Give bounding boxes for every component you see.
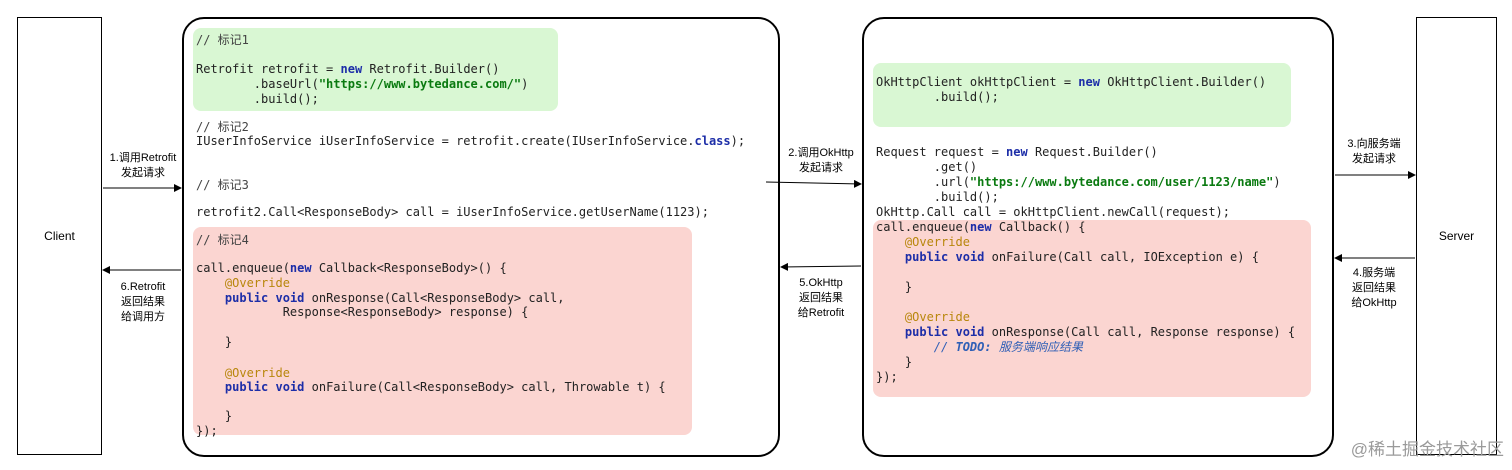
code-line: .baseUrl("https://www.bytedance.com/") [196, 77, 529, 91]
enqueue-highlight [873, 220, 1311, 397]
code-line: }); [196, 424, 218, 438]
watermark: @稀土掘金技术社区 [1350, 440, 1504, 459]
edge-label-3: 3.向服务端发起请求 [1347, 138, 1401, 165]
code-line: OkHttpClient okHttpClient = new OkHttpCl… [876, 75, 1267, 89]
code-line: @Override [224, 276, 290, 290]
code-line: @Override [904, 310, 970, 324]
code-line: Request request = new Request.Builder() [876, 145, 1158, 159]
code-line: // TODO: 服务端响应结果 [933, 340, 1083, 354]
code-line: } [196, 335, 233, 349]
code-line: IUserInfoService iUserInfoService = retr… [196, 134, 746, 148]
okhttp-client-highlight [873, 63, 1291, 127]
arrow-2 [765, 179, 862, 188]
client-node: Client [17, 17, 102, 455]
code-line: } [196, 409, 233, 423]
code-line: } [876, 280, 913, 294]
code-line: // 标记1 [196, 33, 249, 47]
code-line: call.enqueue(new Callback<ResponseBody>(… [196, 261, 507, 275]
code-line: retrofit2.Call<ResponseBody> call = iUse… [196, 205, 709, 219]
code-line: public void onFailure(Call<ResponseBody>… [224, 380, 666, 394]
code-line: .build(); [196, 92, 319, 106]
arrow-5 [780, 262, 862, 271]
server-node: Server [1416, 17, 1497, 455]
code-line: .get() [876, 160, 978, 174]
code-line: @Override [904, 235, 970, 249]
edge-label-4: 4.服务端返回结果给OkHttp [1351, 267, 1397, 309]
code-line: Response<ResponseBody> response) { [224, 305, 529, 319]
code-line: .url("https://www.bytedance.com/user/112… [876, 175, 1281, 189]
code-line: public void onResponse(Call<ResponseBody… [224, 291, 565, 305]
code-line: Retrofit retrofit = new Retrofit.Builder… [196, 62, 500, 76]
code-line: // 标记2 [196, 120, 249, 134]
code-line: .build(); [876, 190, 999, 204]
server-label: Server [1438, 229, 1475, 243]
code-line: @Override [224, 366, 290, 380]
code-line: }); [876, 370, 898, 384]
code-line: public void onFailure(Call call, IOExcep… [904, 250, 1259, 264]
code-line: // 标记4 [196, 233, 249, 247]
code-line: // 标记3 [196, 178, 249, 192]
code-line: .build(); [876, 90, 999, 104]
code-line: public void onResponse(Call call, Respon… [904, 325, 1296, 339]
code-line: call.enqueue(new Callback() { [876, 220, 1086, 234]
client-label: Client [44, 229, 75, 243]
code-line: OkHttp.Call call = okHttpClient.newCall(… [876, 205, 1231, 219]
mark4-highlight [193, 227, 692, 435]
mark1-highlight [193, 28, 558, 111]
code-line: } [876, 355, 913, 369]
